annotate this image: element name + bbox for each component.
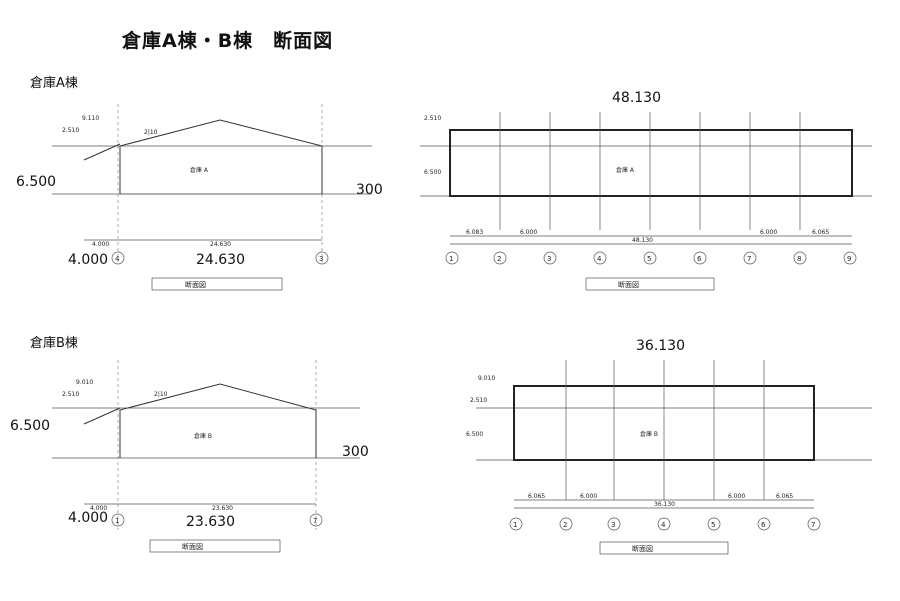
- a-left-canopy: [83, 143, 121, 161]
- a-left-room-label: 倉庫 A: [190, 166, 209, 174]
- svg-text:2: 2: [497, 255, 501, 263]
- b-right-dim-height: 6.500: [466, 431, 483, 438]
- a-left-span-label: 24.630: [196, 252, 245, 268]
- a-right-room-label: 倉庫 A: [616, 166, 635, 174]
- b-right-room-label: 倉庫 B: [640, 430, 658, 438]
- a-left-gridmark-2: [315, 251, 329, 265]
- b-left-room-label: 倉庫 B: [194, 432, 212, 440]
- b-right-gridmarks: 1 2 3 4 5 6 7: [509, 517, 821, 531]
- b-left-span-label: 23.630: [186, 514, 235, 530]
- b-left-ground-label: 300: [342, 444, 369, 460]
- b-left-dim-span-small: 23.630: [212, 505, 233, 512]
- svg-text:1: 1: [513, 521, 517, 529]
- b-left-dim-top: 9.010: [76, 379, 93, 386]
- a-left-gridmark-1-label: 4: [115, 255, 120, 263]
- a-right-bay-2: 6.000: [520, 229, 537, 236]
- page-title: 倉庫A棟・B棟 断面図: [122, 30, 334, 52]
- a-left-overhang-label: 4.000: [68, 252, 109, 268]
- svg-text:7: 7: [811, 521, 815, 529]
- b-right-dim-top: 9.010: [478, 375, 495, 382]
- b-left-frame: [119, 383, 317, 458]
- b-right-bay-3: 6.000: [728, 493, 745, 500]
- b-right-section: 9.010 2.510 6.500 倉庫 B 6.065 6.000 6.000…: [466, 360, 872, 555]
- svg-text:9: 9: [847, 255, 851, 263]
- a-left-dim-span-small: 24.630: [210, 241, 231, 248]
- svg-text:4: 4: [597, 255, 602, 263]
- b-left-dim-overhang-small: 4.000: [90, 505, 107, 512]
- a-left-dim-top: 9.110: [82, 115, 99, 122]
- a-right-bay-1: 6.083: [466, 229, 483, 236]
- b-right-caption: 断面図: [632, 544, 653, 553]
- a-left-frame: [119, 119, 323, 194]
- a-right-dim-side: 2.510: [424, 115, 441, 122]
- svg-text:7: 7: [747, 255, 751, 263]
- b-left-gridmark-1-label: 1: [115, 517, 119, 525]
- b-right-bottom-total: 36.130: [654, 501, 675, 508]
- a-right-caption-box: [585, 277, 715, 291]
- a-left-section: 断面図 9.110 2.510 倉庫 A 2|10 4.000 24.630 4…: [52, 104, 372, 291]
- a-right-caption: 断面図: [618, 280, 639, 289]
- svg-text:1: 1: [449, 255, 453, 263]
- a-right-bay-4: 6.065: [812, 229, 829, 236]
- svg-text:5: 5: [647, 255, 651, 263]
- a-left-dim-side: 2.510: [62, 127, 79, 134]
- a-left-gridmark-2-label: 3: [319, 255, 323, 263]
- b-left-height-label: 6.500: [10, 418, 51, 434]
- b-left-section: 断面図 9.010 2.510 倉庫 B 2|10 4.000 23.630 1…: [52, 360, 360, 553]
- b-right-columns: [565, 360, 765, 500]
- b-left-dim-side: 2.510: [62, 391, 79, 398]
- a-right-bottom-total: 48.130: [632, 237, 653, 244]
- b-left-slope: 2|10: [154, 391, 168, 398]
- a-right-gridmarks: 1 2 3 4 5 6 7 8 9: [445, 251, 857, 265]
- b-left-canopy: [83, 407, 121, 425]
- b-right-dim-side: 2.510: [470, 397, 487, 404]
- b-left-gridmark-2: [309, 513, 323, 527]
- b-left-overhang-label: 4.000: [68, 510, 109, 526]
- b-left-gridmark-1: [111, 513, 125, 527]
- a-left-height-label: 6.500: [16, 174, 57, 190]
- b-right-bay-1: 6.065: [528, 493, 545, 500]
- svg-text:6: 6: [761, 521, 766, 529]
- svg-text:2: 2: [563, 521, 567, 529]
- a-left-caption: 断面図: [185, 280, 206, 289]
- a-right-section: 2.510 6.500 倉庫 A 6.083 6.000 6.000 6.065…: [420, 112, 872, 291]
- b-right-length-label: 36.130: [636, 338, 685, 354]
- section-b-label: 倉庫B棟: [30, 336, 78, 351]
- a-right-frame: [449, 129, 853, 197]
- a-right-columns: [499, 112, 801, 230]
- a-right-dim-height: 6.500: [424, 169, 441, 176]
- a-left-gridmark-1: [111, 251, 125, 265]
- a-left-caption-box: [151, 277, 283, 291]
- b-right-bay-4: 6.065: [776, 493, 793, 500]
- svg-text:3: 3: [547, 255, 551, 263]
- svg-text:6: 6: [697, 255, 702, 263]
- svg-text:3: 3: [611, 521, 615, 529]
- svg-text:5: 5: [711, 521, 715, 529]
- a-left-dim-overhang-small: 4.000: [92, 241, 109, 248]
- svg-text:4: 4: [661, 521, 666, 529]
- a-right-length-label: 48.130: [612, 90, 661, 106]
- a-left-slope: 2|10: [144, 129, 158, 136]
- b-right-caption-box: [599, 541, 729, 555]
- b-right-bay-2: 6.000: [580, 493, 597, 500]
- svg-text:8: 8: [797, 255, 801, 263]
- section-a-label: 倉庫A棟: [30, 76, 78, 91]
- b-left-caption: 断面図: [182, 542, 203, 551]
- b-left-caption-box: [149, 539, 281, 553]
- a-right-bay-3: 6.000: [760, 229, 777, 236]
- b-left-gridmark-2-label: 7: [313, 517, 317, 525]
